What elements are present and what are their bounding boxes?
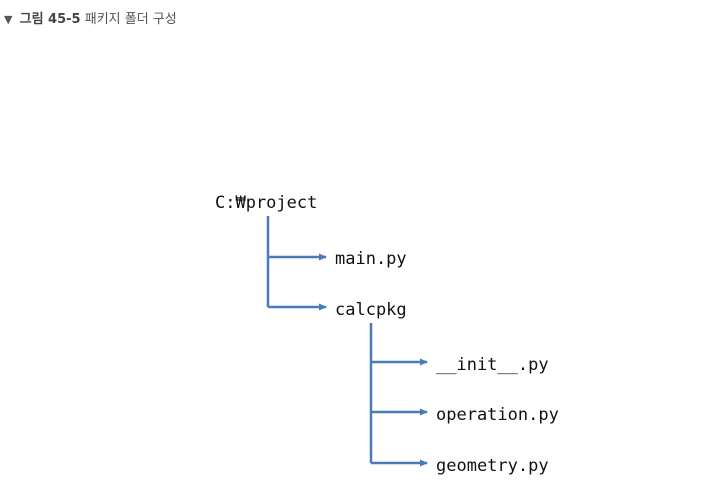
file-operation-py: operation.py bbox=[436, 405, 559, 425]
file-init-py: __init__.py bbox=[436, 355, 549, 375]
figure-number: 그림 45-5 bbox=[19, 12, 81, 27]
collapse-triangle-icon[interactable]: ▼ bbox=[4, 13, 13, 26]
file-geometry-py: geometry.py bbox=[436, 456, 549, 476]
root-folder-label: C:₩project bbox=[215, 193, 317, 213]
figure-title: 패키지 폴더 구성 bbox=[84, 12, 177, 27]
folder-calcpkg: calcpkg bbox=[335, 300, 407, 320]
figure-caption: ▼ 그림 45-5 패키지 폴더 구성 bbox=[4, 8, 177, 27]
file-main-py: main.py bbox=[335, 249, 407, 269]
